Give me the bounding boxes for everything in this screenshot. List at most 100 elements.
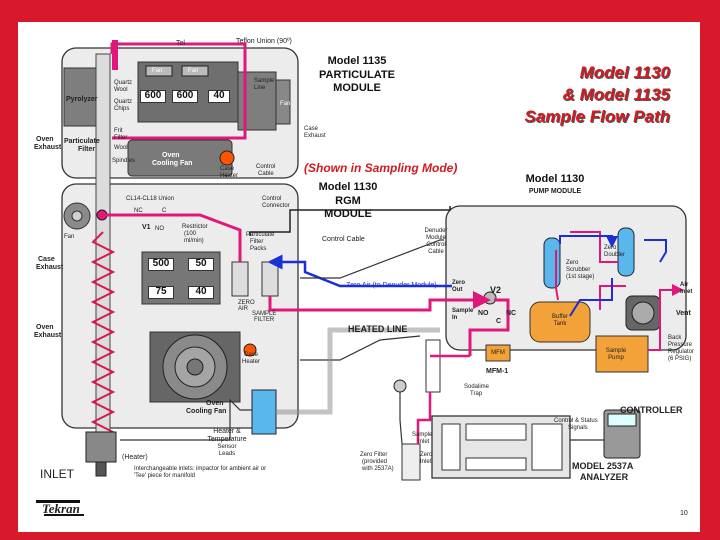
filter-packs-label: Particulate — [246, 232, 275, 238]
inlet-label: INLET — [40, 467, 75, 481]
buffer-tank-label-2: Tank — [553, 321, 567, 327]
tel-label: Tel — [176, 40, 185, 47]
soda-lime-label-2: Trap — [470, 391, 483, 397]
sample-pump-label-2: Pump — [608, 355, 624, 361]
control-connector-label: Control — [262, 196, 282, 202]
analyzer-label: MODEL 2537A — [572, 461, 634, 471]
v1-nc-label: NC — [134, 208, 143, 214]
control-cable-top-label-2: Cable — [258, 171, 274, 177]
controller-label: CONTROLLER — [620, 405, 683, 415]
sample-in-label-2: In — [452, 315, 458, 321]
model-1135-label-3: MODULE — [333, 82, 381, 94]
subtitle: (Shown in Sampling Mode) — [304, 161, 458, 175]
controller-analyzer — [393, 339, 641, 481]
filter-packs-label-3: Packs — [250, 246, 267, 252]
title-line-2: & Model 1135 — [562, 85, 670, 104]
restrictor-label-3: ml/min) — [184, 238, 204, 244]
zero-scrubber-label-3: (1st stage) — [566, 274, 595, 280]
zero-inlet-label-2: Inlet — [420, 459, 432, 465]
sample-inlet-label-2: Inlet — [418, 439, 430, 445]
zero-doubler-label-2: Doubler — [604, 252, 626, 258]
control-connector-label-2: Connector — [262, 203, 290, 209]
oven-exhaust-mid-label: Oven — [36, 324, 54, 331]
zero-doubler-label: Zero — [604, 245, 617, 251]
particulate-module — [61, 40, 299, 179]
sample-pump-label: Sample — [605, 348, 627, 354]
oven-cooling-fan-top-label-2: Cooling Fan — [152, 160, 193, 167]
case-heater-mid-label: Case — [244, 352, 259, 358]
oven-cooling-fan-mid-label: Oven — [206, 400, 224, 407]
sample-filter-label: SAMPLE — [252, 311, 277, 317]
flow-paths — [102, 42, 684, 445]
heater-sensor-label: Heater & — [213, 428, 241, 435]
case-exhaust-mid-label-2: Exhaust — [36, 264, 64, 271]
back-pressure-label-4: (6 PSIG) — [668, 356, 692, 362]
sample-in-label: Sample — [452, 308, 474, 314]
oven-cooling-fan-mid-label-2: Cooling Fan — [186, 408, 227, 415]
heater-tag-label: (Heater) — [122, 454, 148, 461]
zero-filter-label-2: (provided — [362, 459, 388, 465]
heated-line-label: HEATED LINE — [348, 324, 408, 334]
quartz-wool-label-2: Wool — [114, 87, 128, 93]
title-line-3: Sample Flow Path — [524, 107, 670, 126]
zero-air-filter-label-2: AIR — [238, 306, 249, 312]
model-1135-label: Model 1135 — [327, 55, 387, 67]
fan-label-1: Fan — [152, 68, 163, 74]
zero-filter-label: Zero Filter — [360, 452, 388, 458]
fan-left-label: Fan — [64, 234, 75, 240]
pump-label: Model 1130 — [525, 173, 585, 185]
value-40-top: 40 — [208, 90, 230, 103]
zero-filter-label-3: with 2537A) — [362, 466, 394, 472]
control-status-label: Control & Status — [554, 418, 598, 424]
v2-c-label: C — [496, 318, 502, 325]
pump-module — [445, 205, 687, 373]
denuder-cable-label-2: Module — [426, 235, 446, 241]
quartz-chips-label: Quartz — [114, 99, 133, 105]
back-pressure-label: Back — [668, 335, 682, 341]
wool-label: Wool — [114, 145, 128, 151]
quartz-wool-label: Quartz — [114, 80, 133, 86]
denuder-cable-label-4: Cable — [428, 249, 444, 255]
buffer-tank-label: Buffer — [552, 314, 568, 320]
case-heater-mid-label-2: Heater — [242, 359, 261, 365]
control-cable-top-label: Control — [256, 164, 276, 170]
mfm-label: MFM-1 — [486, 368, 509, 375]
value-600b: 600 — [172, 90, 198, 103]
particulate-filter-label-2: Filter — [78, 146, 96, 153]
fan-label-2: Fan — [188, 68, 199, 74]
v1-label: V1 — [142, 224, 151, 231]
rgm-label: Model 1130 — [318, 181, 378, 193]
oven-exhaust-top-label-2: Exhaust — [34, 144, 62, 151]
sample-filter-label-2: FILTER — [254, 317, 275, 323]
interchangeable-label-2: 'Tee' piece for manifold — [134, 473, 195, 479]
heater-sensor-label-3: Sensor — [217, 444, 237, 450]
soda-lime-label: Sodalime — [464, 384, 490, 390]
inlet-assembly — [85, 53, 117, 477]
value-500: 500 — [148, 258, 174, 271]
back-pressure-label-3: Regulator — [668, 349, 695, 355]
control-cable-mid-label: Control Cable — [322, 236, 365, 243]
model-1135-label-2: PARTICULATE — [319, 69, 395, 81]
spindles-label: Spindles — [112, 158, 136, 164]
particulate-filter-label: Particulate — [64, 138, 100, 145]
v2-nc-label: NC — [506, 310, 517, 317]
case-exhaust-top-label-2: Exhaust — [304, 133, 326, 139]
case-heater-top-label: Case — [220, 166, 235, 172]
title-line-1: Model 1130 — [579, 63, 670, 82]
heater-sensor-label-4: Leads — [218, 451, 236, 457]
filter-packs-label-2: Filter — [250, 239, 264, 245]
sample-line-label-2: Line — [254, 85, 266, 91]
zero-scrubber-label-2: Scrubber — [566, 267, 591, 273]
mfm-box-label: MFM — [491, 350, 505, 356]
pyrolyzer-label: Pyrolyzer — [66, 96, 98, 103]
air-inlet-label-2: Inlet — [680, 289, 693, 295]
frit-filter-label-2: Filter — [114, 135, 128, 141]
oven-exhaust-top-label: Oven — [36, 136, 54, 143]
frit-filter-label: Frit — [114, 128, 123, 134]
value-600a: 600 — [140, 90, 166, 103]
back-pressure-label-2: Pressure — [668, 342, 693, 348]
vent-label: Vent — [676, 310, 691, 317]
pump-label-2: PUMP MODULE — [528, 188, 582, 195]
oven-exhaust-mid-label-2: Exhaust — [34, 332, 62, 339]
